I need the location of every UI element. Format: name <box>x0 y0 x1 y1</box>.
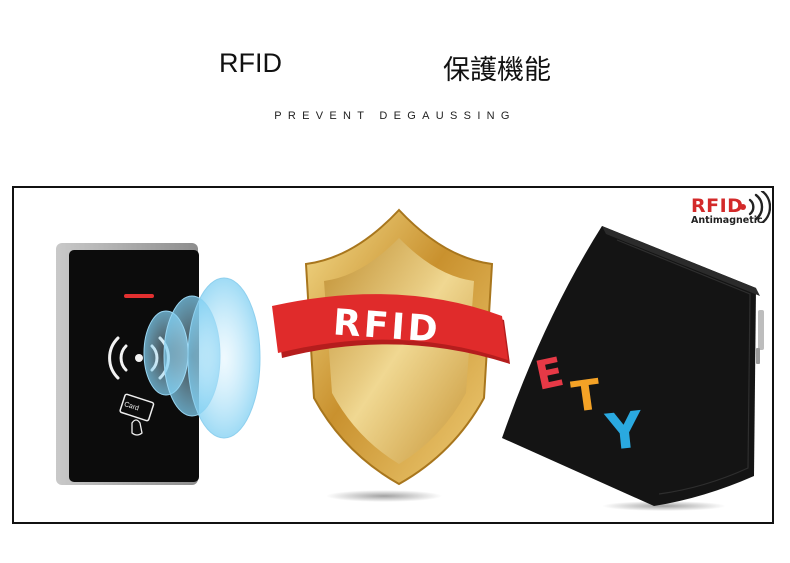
badge-subtitle: Antimagnetic <box>691 215 763 226</box>
banner-artwork: Card RFID E <box>56 208 764 511</box>
rfid-card-reader: Card <box>56 243 199 485</box>
card-tap-icon: Card <box>119 393 155 436</box>
shield-label: RFID <box>332 302 442 350</box>
title-protection: 保護機能 <box>443 55 551 86</box>
black-wallet: E T Y <box>502 226 764 511</box>
signal-waves <box>143 277 261 439</box>
badge-word: RFID <box>691 195 744 217</box>
banner-frame: Card RFID E <box>12 186 774 524</box>
title-rfid: RFID <box>219 48 282 78</box>
svg-text:Y: Y <box>602 400 646 462</box>
card-label: Card <box>123 401 140 412</box>
wave-icon <box>740 191 771 223</box>
rfid-shield: RFID <box>272 208 510 502</box>
subtitle: PREVENT DEGAUSSING <box>274 110 516 122</box>
